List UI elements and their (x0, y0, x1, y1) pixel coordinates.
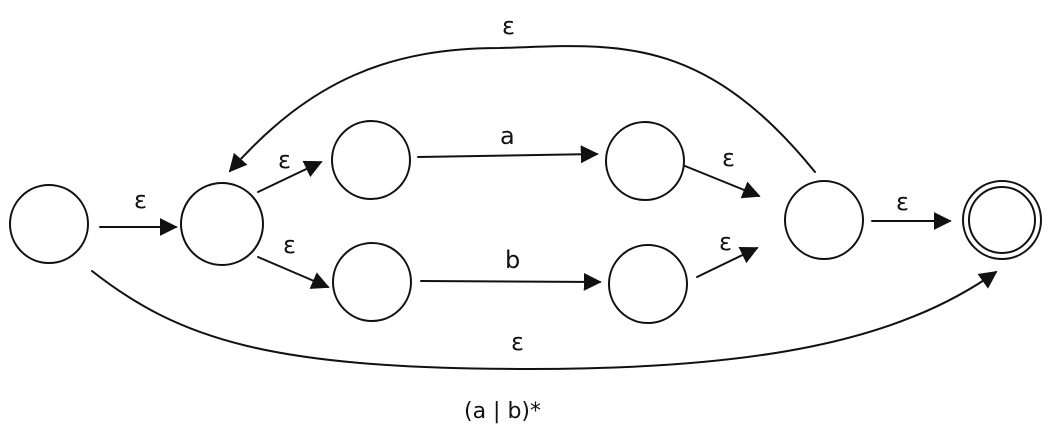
state-upper-out (605, 121, 685, 201)
diagram-caption: (a | b)* (464, 399, 541, 424)
state-upper-in (331, 120, 411, 200)
label-start-to-split: ε (134, 186, 147, 214)
edge-upper-transition (417, 145, 599, 164)
label-lower-to-join: ε (719, 228, 732, 256)
accept-inner-ring (968, 186, 1036, 254)
label-split-to-upper: ε (278, 146, 291, 174)
state-accept (962, 180, 1042, 260)
edge-upper-to-join (684, 165, 761, 199)
state-lower-out (608, 244, 688, 324)
edge-split-to-lower (257, 256, 330, 289)
label-skip: ε (511, 328, 524, 356)
label-upper-to-join: ε (722, 144, 735, 172)
state-start (9, 184, 89, 264)
label-lower-transition: b (505, 246, 520, 274)
label-upper-transition: a (500, 122, 515, 150)
label-join-to-accept: ε (896, 188, 909, 216)
edge-lower-to-join (696, 246, 759, 278)
edge-lower-transition (420, 272, 602, 291)
label-split-to-lower: ε (283, 231, 296, 259)
edge-skip (91, 270, 998, 371)
state-lower-in (332, 242, 412, 322)
label-loop-back: ε (502, 12, 515, 40)
edge-split-to-upper (257, 160, 323, 193)
edge-loop-back (228, 45, 816, 173)
state-split (180, 182, 264, 266)
state-join (784, 180, 864, 260)
